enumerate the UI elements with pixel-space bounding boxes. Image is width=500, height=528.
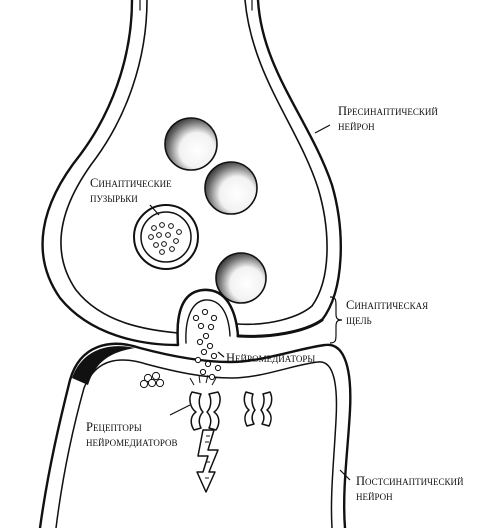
receptors [189, 374, 273, 431]
release-site-vesicle-contents [192, 308, 218, 340]
label-postsynaptic-neuron-line1: Постсинаптический [356, 474, 464, 488]
vesicles-leader [149, 204, 160, 216]
cleft-neurotransmitters [139, 338, 222, 389]
label-synaptic-cleft-line2: щель [346, 313, 372, 327]
presynaptic-leader [314, 124, 331, 134]
receptors-leader [169, 404, 191, 416]
label-presynaptic-neuron-line1: Пресинаптический [338, 104, 438, 118]
postsynaptic-inner-membrane [55, 359, 338, 528]
vesicle [215, 252, 267, 304]
label-receptors: Рецепторы нейромедиаторов [86, 420, 177, 450]
label-synaptic-vesicles-line1: Синаптические [90, 176, 172, 190]
receptor [243, 391, 273, 427]
label-synaptic-vesicles-line2: пузырьки [90, 191, 138, 205]
postsynaptic-outer-membrane [38, 342, 352, 528]
signal-arrow [196, 429, 219, 493]
label-neurotransmitters-text: Нейромедиаторы [226, 351, 316, 365]
vesicle [164, 117, 218, 171]
release-site [176, 288, 240, 347]
neurotransmitters-leader [217, 351, 225, 358]
receptor-activated [189, 374, 221, 431]
open-vesicle [133, 204, 199, 270]
presynaptic-inner-membrane [60, 0, 328, 334]
label-synaptic-cleft-line1: Синаптическая [346, 298, 429, 312]
label-receptors-line1: Рецепторы [86, 420, 142, 434]
activation-rays [189, 374, 217, 386]
label-postsynaptic-neuron: Постсинаптический нейрон [356, 474, 464, 504]
label-postsynaptic-neuron-line2: нейрон [356, 489, 393, 503]
label-presynaptic-neuron-line2: нейрон [338, 119, 375, 133]
vesicle [204, 161, 258, 215]
leader-lines [149, 124, 351, 481]
open-vesicle-neurotransmitters [148, 222, 182, 255]
label-receptors-line2: нейромедиаторов [86, 435, 178, 449]
postsynaptic-neuron [38, 342, 352, 528]
label-neurotransmitters: Нейромедиаторы [226, 351, 315, 366]
synaptic-vesicles [133, 117, 267, 304]
label-synaptic-cleft: Синаптическая щель [346, 298, 428, 328]
label-presynaptic-neuron: Пресинаптический нейрон [338, 104, 438, 134]
cleft-shadow [72, 346, 135, 385]
label-synaptic-vesicles: Синаптические пузырьки [90, 176, 172, 206]
postsynaptic-leader [339, 469, 351, 481]
synaptic-cleft-brace [329, 296, 343, 344]
